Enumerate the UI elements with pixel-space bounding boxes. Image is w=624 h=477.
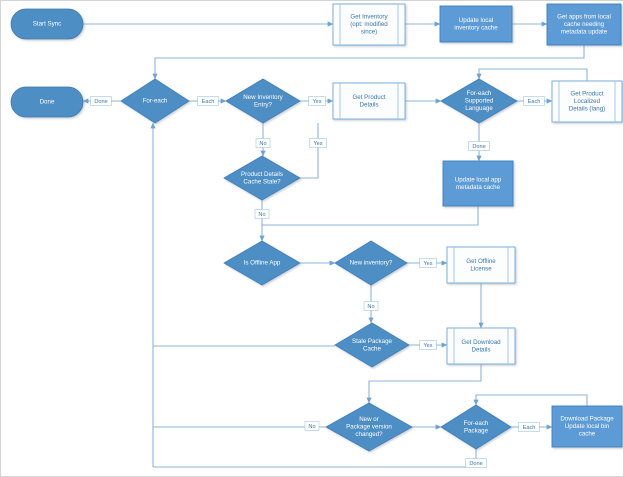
edge-label-lbl-no-4: No	[304, 421, 320, 431]
connector	[152, 45, 585, 80]
edge-label-box	[419, 258, 437, 268]
node-start[interactable]: Start Sync	[10, 8, 84, 40]
edge-label-lbl-no-3: No	[363, 301, 379, 311]
process-shape	[439, 5, 513, 43]
predefined-process-shape	[446, 327, 516, 365]
decision-shape	[223, 240, 301, 286]
process-shape	[546, 3, 622, 46]
decision-shape	[334, 322, 410, 368]
edge-label-box	[304, 421, 320, 431]
edge-label-lbl-each-3: Each	[518, 422, 540, 432]
edge-label-box	[518, 422, 540, 432]
connector	[300, 123, 319, 179]
edge-label-lbl-each-1: Each	[197, 96, 219, 106]
edge-label-lbl-done-left: Done	[90, 96, 112, 106]
connector	[262, 206, 479, 226]
edge-label-box	[254, 209, 270, 219]
edge-label-lbl-no-2: No	[254, 209, 270, 219]
edge-label-lbl-done-3: Done	[465, 458, 487, 468]
process-shape	[551, 405, 623, 448]
edge-label-box	[363, 301, 379, 311]
edge-label-box	[419, 340, 437, 350]
edge-label-lbl-yes-1: Yes	[308, 96, 326, 106]
edge-label-lbl-yes-4: Yes	[419, 340, 437, 350]
edge-label-lbl-no-1: No	[255, 138, 271, 148]
edge-label-box	[465, 458, 487, 468]
decision-shape	[440, 404, 512, 450]
decision-shape	[440, 78, 518, 124]
predefined-process-shape	[446, 246, 516, 284]
connector	[476, 68, 588, 81]
node-isoffline[interactable]: Is Offline App	[223, 240, 301, 286]
predefined-process-shape	[551, 80, 623, 123]
edge-label-box	[309, 138, 327, 148]
node-foreach[interactable]: For-each	[120, 78, 190, 124]
process-shape	[442, 160, 514, 207]
connector	[366, 364, 482, 404]
edge-label-lbl-yes-2: Yes	[309, 138, 327, 148]
connector	[473, 394, 588, 406]
edge-label-lbl-done-2: Done	[468, 141, 490, 151]
connector	[153, 449, 477, 468]
edge-label-box	[90, 96, 112, 106]
terminator-shape	[10, 86, 84, 118]
edge-label-box	[308, 96, 326, 106]
edge-label-box	[197, 96, 219, 106]
node-done[interactable]: Done	[10, 86, 84, 118]
predefined-process-shape	[332, 3, 406, 46]
edge-label-lbl-yes-3: Yes	[419, 258, 437, 268]
decision-shape	[225, 78, 301, 124]
edge-label-box	[255, 138, 271, 148]
decision-shape	[223, 155, 301, 201]
terminator-shape	[10, 8, 84, 40]
edge-label-box	[468, 141, 490, 151]
decision-shape	[120, 78, 190, 124]
edge-label-box	[523, 96, 545, 106]
decision-shape	[334, 240, 408, 286]
predefined-process-shape	[332, 82, 406, 120]
edge-label-lbl-each-2: Each	[523, 96, 545, 106]
decision-shape	[325, 402, 413, 452]
node-newinv2[interactable]: New inventory?	[334, 240, 408, 286]
